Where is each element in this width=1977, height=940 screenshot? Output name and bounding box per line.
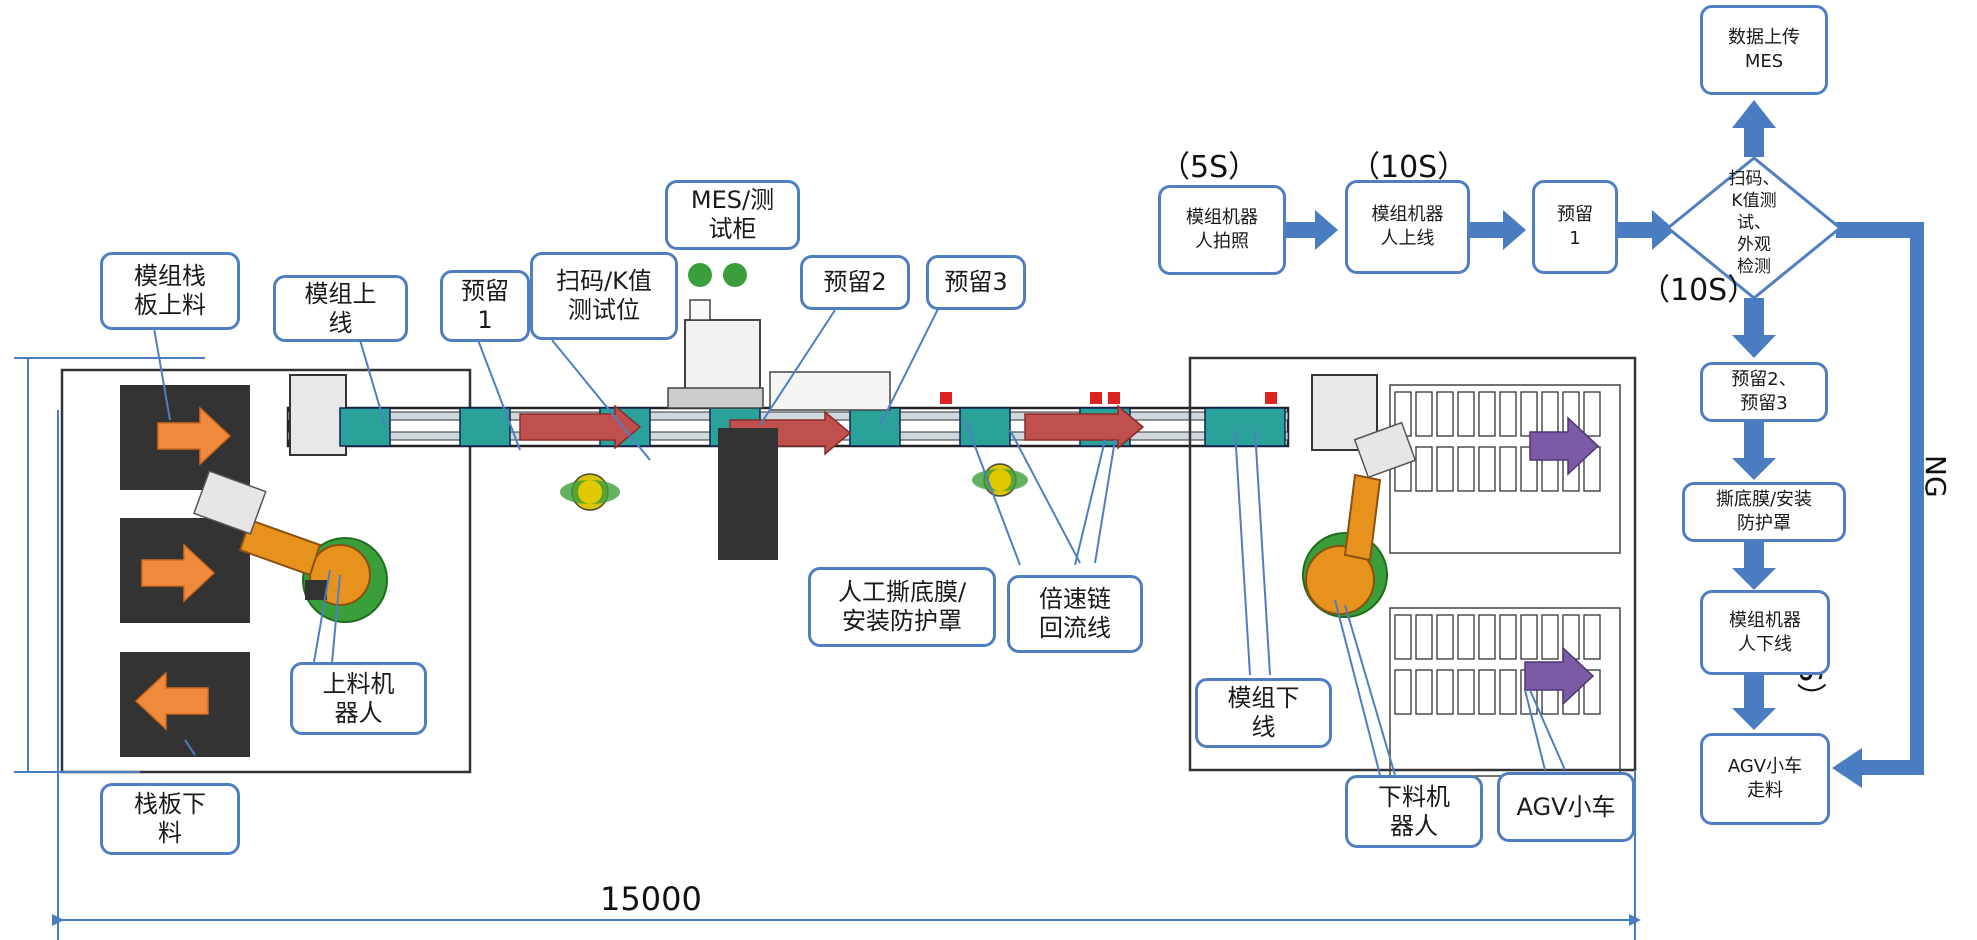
mes-cabinet-drawing <box>667 263 891 560</box>
orange-arrow-right-1 <box>157 406 232 466</box>
unload-robot-drawing <box>1302 421 1417 618</box>
label-speed-chain: 倍速链 回流线 <box>1007 575 1143 653</box>
rack-slot <box>1478 669 1496 715</box>
ng-label: NG <box>1919 455 1952 498</box>
rack-slot <box>1394 614 1412 660</box>
flow-step-online: 模组机器 人上线 <box>1345 180 1470 274</box>
rack-slot <box>1415 614 1433 660</box>
rack-slot <box>1499 446 1517 492</box>
label-stack-unload: 栈板下 料 <box>100 783 240 855</box>
flow-step-check: 扫码、 K值测 试、 外观 检测 <box>1728 169 1780 277</box>
label-module-offline: 模组下 线 <box>1195 678 1332 748</box>
callout-leaders <box>149 304 1566 776</box>
rack-slot <box>1541 614 1559 660</box>
label-stack-load: 模组栈 板上料 <box>100 252 240 330</box>
operator-2 <box>972 463 1028 497</box>
purple-arrow-1 <box>1529 416 1600 476</box>
label-unload-robot: 下料机 器人 <box>1345 775 1483 848</box>
flow-arrows <box>1277 100 1924 788</box>
rack-slot <box>1478 614 1496 660</box>
flow-step-mes: 数据上传 MES <box>1700 5 1828 95</box>
flow-step-film: 撕底膜/安装 防护罩 <box>1682 482 1846 542</box>
rack-slot <box>1457 391 1475 437</box>
rack-slot <box>1457 446 1475 492</box>
label-load-robot: 上料机 器人 <box>290 662 427 735</box>
rack-slot <box>1436 391 1454 437</box>
rack-slot <box>1415 446 1433 492</box>
rack-slot <box>1415 391 1433 437</box>
rack-slot <box>1415 669 1433 715</box>
purple-arrow-2 <box>1524 646 1595 706</box>
loading-area-frame <box>60 368 472 774</box>
time-photo: （5S） <box>1160 150 1259 185</box>
red-arrow-1 <box>519 404 642 450</box>
rack-slot <box>1436 669 1454 715</box>
orange-arrow-left <box>134 671 209 731</box>
rack-slot <box>1499 391 1517 437</box>
rack-slot <box>1520 614 1538 660</box>
dimension-lines <box>14 357 1641 940</box>
label-scan-test: 扫码/K值 测试位 <box>530 252 678 340</box>
label-reserve2: 预留2 <box>800 255 910 310</box>
label-manual-film: 人工撕底膜/ 安装防护罩 <box>808 567 996 647</box>
rack-slot <box>1394 669 1412 715</box>
flow-step-offline: 模组机器 人下线 <box>1700 590 1830 675</box>
orange-arrow-right-2 <box>141 543 216 603</box>
rack-slot <box>1541 391 1559 437</box>
flow-step-reserve1: 预留 1 <box>1532 180 1618 274</box>
rack-slot <box>1499 614 1517 660</box>
label-mes-cabinet: MES/测 试柜 <box>665 180 800 250</box>
rack-slot <box>1457 614 1475 660</box>
rack-slot <box>1583 391 1601 437</box>
rack-slot <box>1457 669 1475 715</box>
rack-slot <box>1499 669 1517 715</box>
overall-length: 15000 <box>600 880 702 918</box>
decision-diamond <box>1665 156 1843 300</box>
label-agv: AGV小车 <box>1497 772 1635 842</box>
rack-slot <box>1478 446 1496 492</box>
rack-slot <box>1583 614 1601 660</box>
rack-slot <box>1436 614 1454 660</box>
operator-1 <box>560 473 620 511</box>
rack-slot <box>1436 446 1454 492</box>
flow-step-agv: AGV小车 走料 <box>1700 733 1830 825</box>
flow-step-photo: 模组机器 人拍照 <box>1158 185 1286 275</box>
label-module-online: 模组上 线 <box>273 275 408 342</box>
label-reserve1: 预留 1 <box>440 270 530 342</box>
rack-slot <box>1520 391 1538 437</box>
time-online: （10S） <box>1350 150 1468 185</box>
label-reserve3: 预留3 <box>926 255 1026 310</box>
flow-step-reserve23: 预留2、 预留3 <box>1700 362 1828 422</box>
red-arrow-3 <box>1024 404 1145 450</box>
rack-slot <box>1478 391 1496 437</box>
time-check: （10S） <box>1640 273 1758 308</box>
